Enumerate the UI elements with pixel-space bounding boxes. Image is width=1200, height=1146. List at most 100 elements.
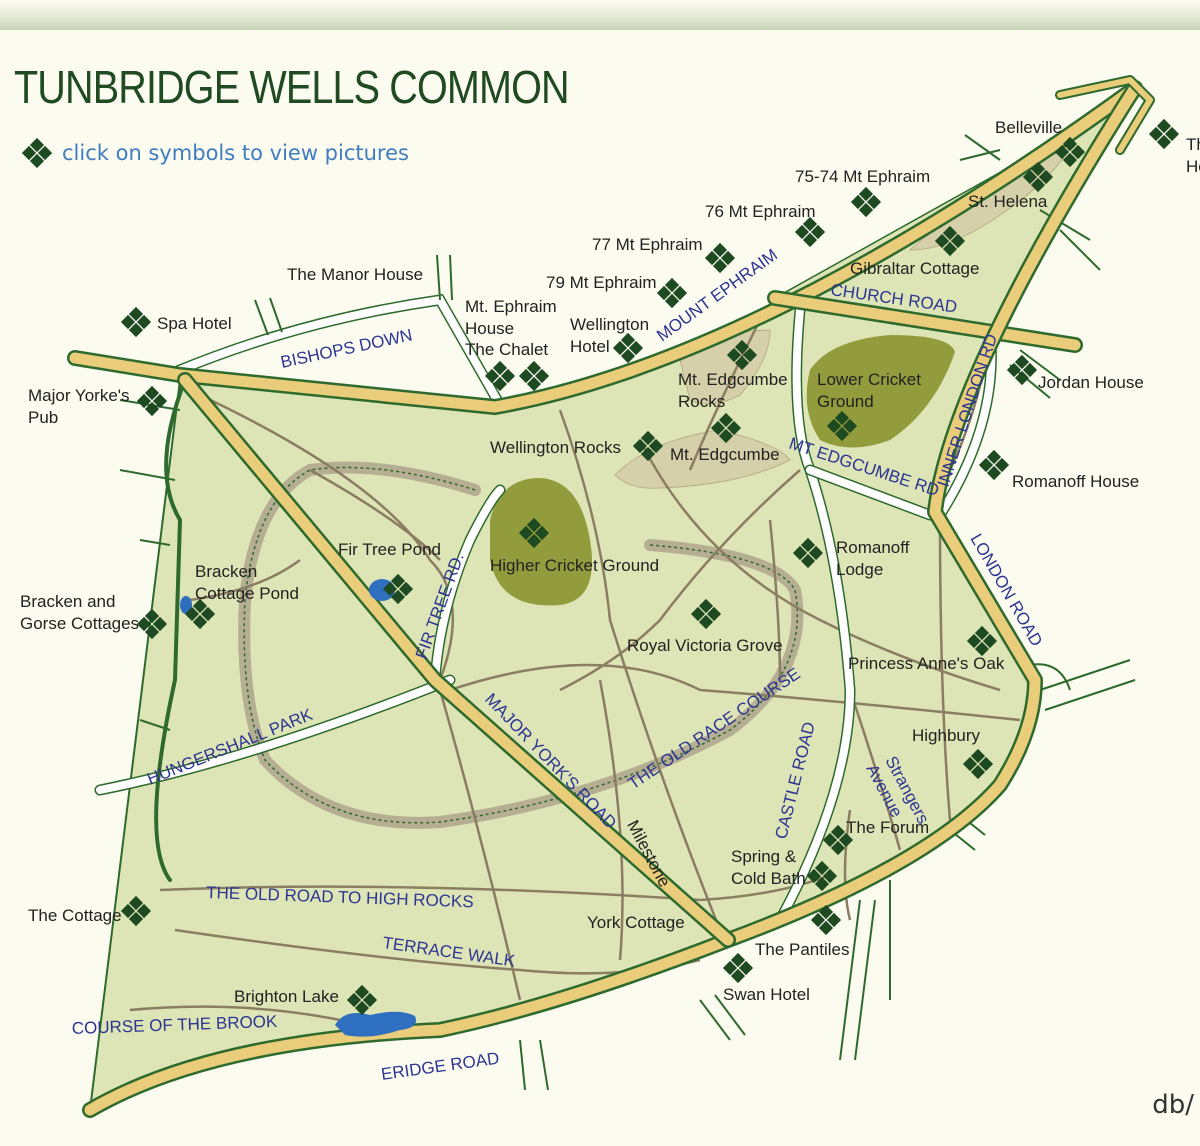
place-label-line1: York Cottage	[587, 913, 685, 932]
place-label-line1: The Forum	[846, 818, 929, 837]
place-label-jordan-house: Jordan House	[1038, 373, 1144, 392]
place-label-line1: Romanoff	[836, 538, 910, 557]
place-label-the-pantiles: The Pantiles	[755, 940, 850, 959]
place-label-swan-hotel: Swan Hotel	[723, 985, 810, 1004]
photo-symbol-the-chalet[interactable]	[518, 360, 550, 392]
higher-cricket-ground	[490, 478, 592, 606]
place-label-mt-edgcumbe: Mt. Edgcumbe	[670, 445, 780, 464]
place-label-line1: Lower Cricket	[817, 370, 921, 389]
place-label-line1: Fir Tree Pond	[338, 540, 441, 559]
place-label-line1: Jordan House	[1038, 373, 1144, 392]
place-label-line1: Royal Victoria Grove	[627, 636, 783, 655]
top-band	[0, 0, 1200, 30]
place-label-line2: Ground	[817, 392, 874, 411]
photo-symbol-75-74-mt-ephraim[interactable]	[850, 186, 882, 218]
place-label-line1: Swan Hotel	[723, 985, 810, 1004]
credit: db/	[1152, 1090, 1194, 1120]
place-label-line1: Spring &	[731, 847, 797, 866]
place-label-the-chalet: The Chalet	[465, 340, 548, 359]
place-label-line1: Mt. Edgcumbe	[678, 370, 788, 389]
place-label-line1: Brighton Lake	[234, 987, 339, 1006]
place-label-th: ThHe	[1186, 135, 1200, 176]
place-label-line1: 76 Mt Ephraim	[705, 202, 816, 221]
place-label-spring: Spring & Cold Bath	[731, 847, 806, 888]
bracken-cottage-pond	[180, 596, 192, 614]
place-label-gibraltar-cottage: Gibraltar Cottage	[850, 259, 979, 278]
place-label-76-mt-ephraim: 76 Mt Ephraim	[705, 202, 816, 221]
place-label-wellington-rocks: Wellington Rocks	[490, 438, 621, 457]
photo-symbol-th[interactable]	[1148, 118, 1180, 150]
page-title: TUNBRIDGE WELLS COMMON	[14, 61, 570, 113]
brighton-lake	[335, 1011, 416, 1037]
place-label-york-cottage: York Cottage	[587, 913, 685, 932]
place-label-line1: Bracken	[195, 562, 257, 581]
place-label-line1: Princess Anne's Oak	[848, 654, 1005, 673]
place-label-75-74-mt-ephraim: 75-74 Mt Ephraim	[795, 167, 930, 186]
place-label-spa-hotel: Spa Hotel	[157, 314, 232, 333]
photo-symbol-romanoff-house[interactable]	[978, 449, 1010, 481]
place-label-line1: Mt. Ephraim	[465, 297, 557, 316]
photo-symbol-76-mt-ephraim[interactable]	[794, 216, 826, 248]
place-label-the-cottage: The Cottage	[28, 906, 122, 925]
symbol-icon	[22, 138, 52, 168]
place-label-line1: 75-74 Mt Ephraim	[795, 167, 930, 186]
place-label-line2: Hotel	[570, 337, 610, 356]
road-label-eridge-road: ERIDGE ROAD	[380, 1049, 501, 1084]
place-label-line2: Pub	[28, 408, 58, 427]
place-label-line1: Belleville	[995, 118, 1062, 137]
place-label-royal-victoria-grove: Royal Victoria Grove	[627, 636, 783, 655]
place-label-fir-tree-pond: Fir Tree Pond	[338, 540, 441, 559]
photo-symbol-wellington[interactable]	[612, 332, 644, 364]
place-label-line1: The Pantiles	[755, 940, 850, 959]
place-label-line1: Wellington	[570, 315, 649, 334]
place-label-line1: The Manor House	[287, 265, 423, 284]
footpaths	[129, 319, 1021, 1022]
place-label-brighton-lake: Brighton Lake	[234, 987, 339, 1006]
place-label-line1: Th	[1186, 135, 1200, 154]
place-label-romanoff-house: Romanoff House	[1012, 472, 1139, 491]
place-label-line1: The Cottage	[28, 906, 122, 925]
place-label-line1: Spa Hotel	[157, 314, 232, 333]
place-label-st-helena: St. Helena	[968, 192, 1048, 211]
place-label-line2: Cold Bath	[731, 869, 806, 888]
old-race-course-edge	[243, 466, 799, 824]
place-label-line1: Major Yorke's	[28, 386, 130, 405]
hint: click on symbols to view pictures	[22, 138, 409, 168]
road-stubs	[119, 134, 1136, 1091]
photo-symbol-swan-hotel[interactable]	[722, 952, 754, 984]
place-label-line1: Gibraltar Cottage	[850, 259, 979, 278]
place-label-line1: Mt. Edgcumbe	[670, 445, 780, 464]
photo-symbol-spa-hotel[interactable]	[120, 306, 152, 338]
place-label-princess-anne-s-oak: Princess Anne's Oak	[848, 654, 1005, 673]
place-label-line1: Romanoff House	[1012, 472, 1139, 491]
place-label-belleville: Belleville	[995, 118, 1062, 137]
place-label-line1: The Chalet	[465, 340, 548, 359]
place-label-higher-cricket-ground: Higher Cricket Ground	[490, 556, 659, 575]
photo-symbol-77-mt-ephraim[interactable]	[704, 242, 736, 274]
place-label-79-mt-ephraim: 79 Mt Ephraim	[546, 273, 657, 292]
place-label-line2: Gorse Cottages	[20, 614, 139, 633]
place-label-line1: Highbury	[912, 726, 981, 745]
place-label-line2: He	[1186, 157, 1200, 176]
place-label-line1: 79 Mt Ephraim	[546, 273, 657, 292]
photo-symbol-major-yorke-s[interactable]	[136, 385, 168, 417]
place-label-line1: 77 Mt Ephraim	[592, 235, 703, 254]
place-label-line2: House	[465, 319, 514, 338]
place-label-the-forum: The Forum	[846, 818, 929, 837]
hint-text: click on symbols to view pictures	[62, 141, 409, 165]
place-label-line2: Lodge	[836, 560, 883, 579]
place-label-line2: Rocks	[678, 392, 725, 411]
photo-symbol-79-mt-ephraim[interactable]	[656, 277, 688, 309]
place-label-line1: St. Helena	[968, 192, 1048, 211]
place-label-77-mt-ephraim: 77 Mt Ephraim	[592, 235, 703, 254]
place-label-highbury: Highbury	[912, 726, 981, 745]
